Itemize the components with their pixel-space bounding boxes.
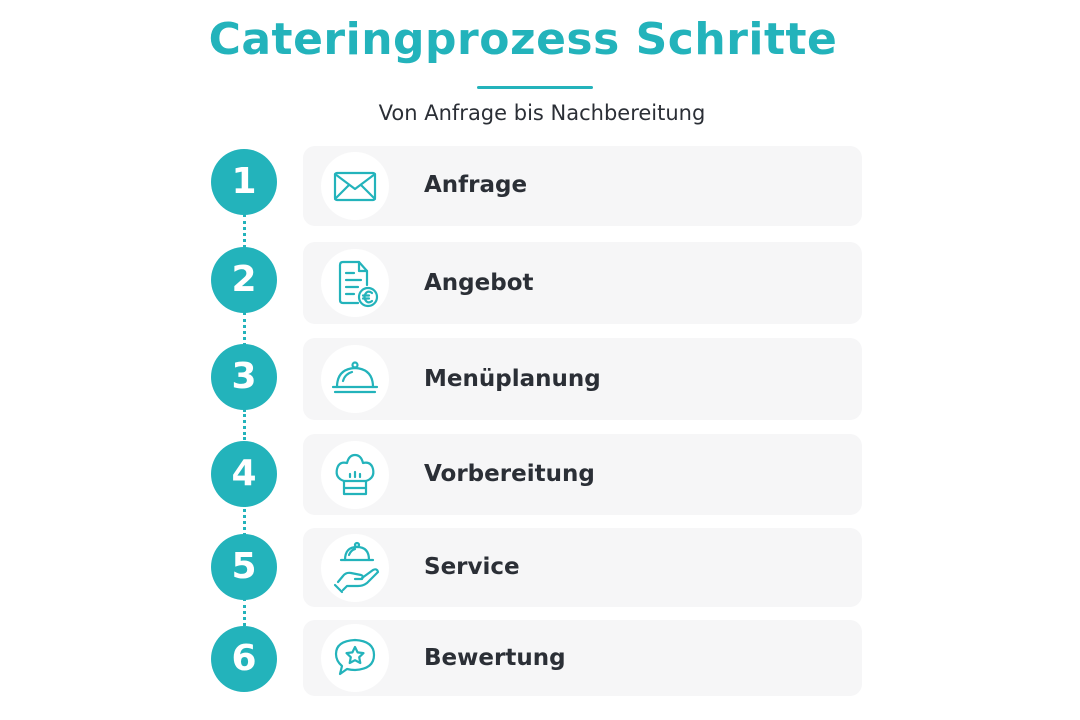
step-number-6: 6 [211, 626, 277, 692]
step-connector [243, 312, 246, 346]
icon-circle [321, 441, 389, 509]
serving-hand-icon [333, 541, 380, 594]
step-label: Anfrage [424, 172, 528, 198]
star-speech-bubble-icon [334, 638, 376, 676]
document-euro-icon [338, 260, 379, 308]
icon-circle [321, 624, 389, 692]
step-label: Service [424, 554, 520, 580]
page-subtitle: Von Anfrage bis Nachbereitung [378, 101, 706, 125]
step-card-bewertung: Bewertung [303, 620, 862, 696]
step-number-1: 1 [211, 149, 277, 215]
step-card-angebot: Angebot [303, 242, 862, 324]
step-card-vorbereitung: Vorbereitung [303, 434, 862, 515]
step-card-service: Service [303, 528, 862, 607]
step-connector [243, 504, 246, 536]
icon-circle [321, 534, 389, 602]
step-number-3: 3 [211, 344, 277, 410]
step-number-2: 2 [211, 247, 277, 313]
page-title: Cateringprozess Schritte [208, 14, 838, 65]
step-card-menueplanung: Menüplanung [303, 338, 862, 420]
cloche-icon [331, 361, 379, 394]
title-underline [477, 86, 593, 89]
step-number-4: 4 [211, 441, 277, 507]
step-number-5: 5 [211, 534, 277, 600]
envelope-icon [333, 171, 377, 202]
icon-circle [321, 345, 389, 413]
step-connector [243, 409, 246, 440]
step-connector [243, 214, 246, 248]
step-label: Angebot [424, 270, 534, 296]
chef-hat-icon [335, 453, 375, 496]
icon-circle [321, 152, 389, 220]
step-card-anfrage: Anfrage [303, 146, 862, 226]
step-connector [243, 598, 246, 626]
step-label: Vorbereitung [424, 461, 595, 487]
step-label: Bewertung [424, 645, 566, 671]
icon-circle [321, 249, 389, 317]
step-label: Menüplanung [424, 366, 601, 392]
